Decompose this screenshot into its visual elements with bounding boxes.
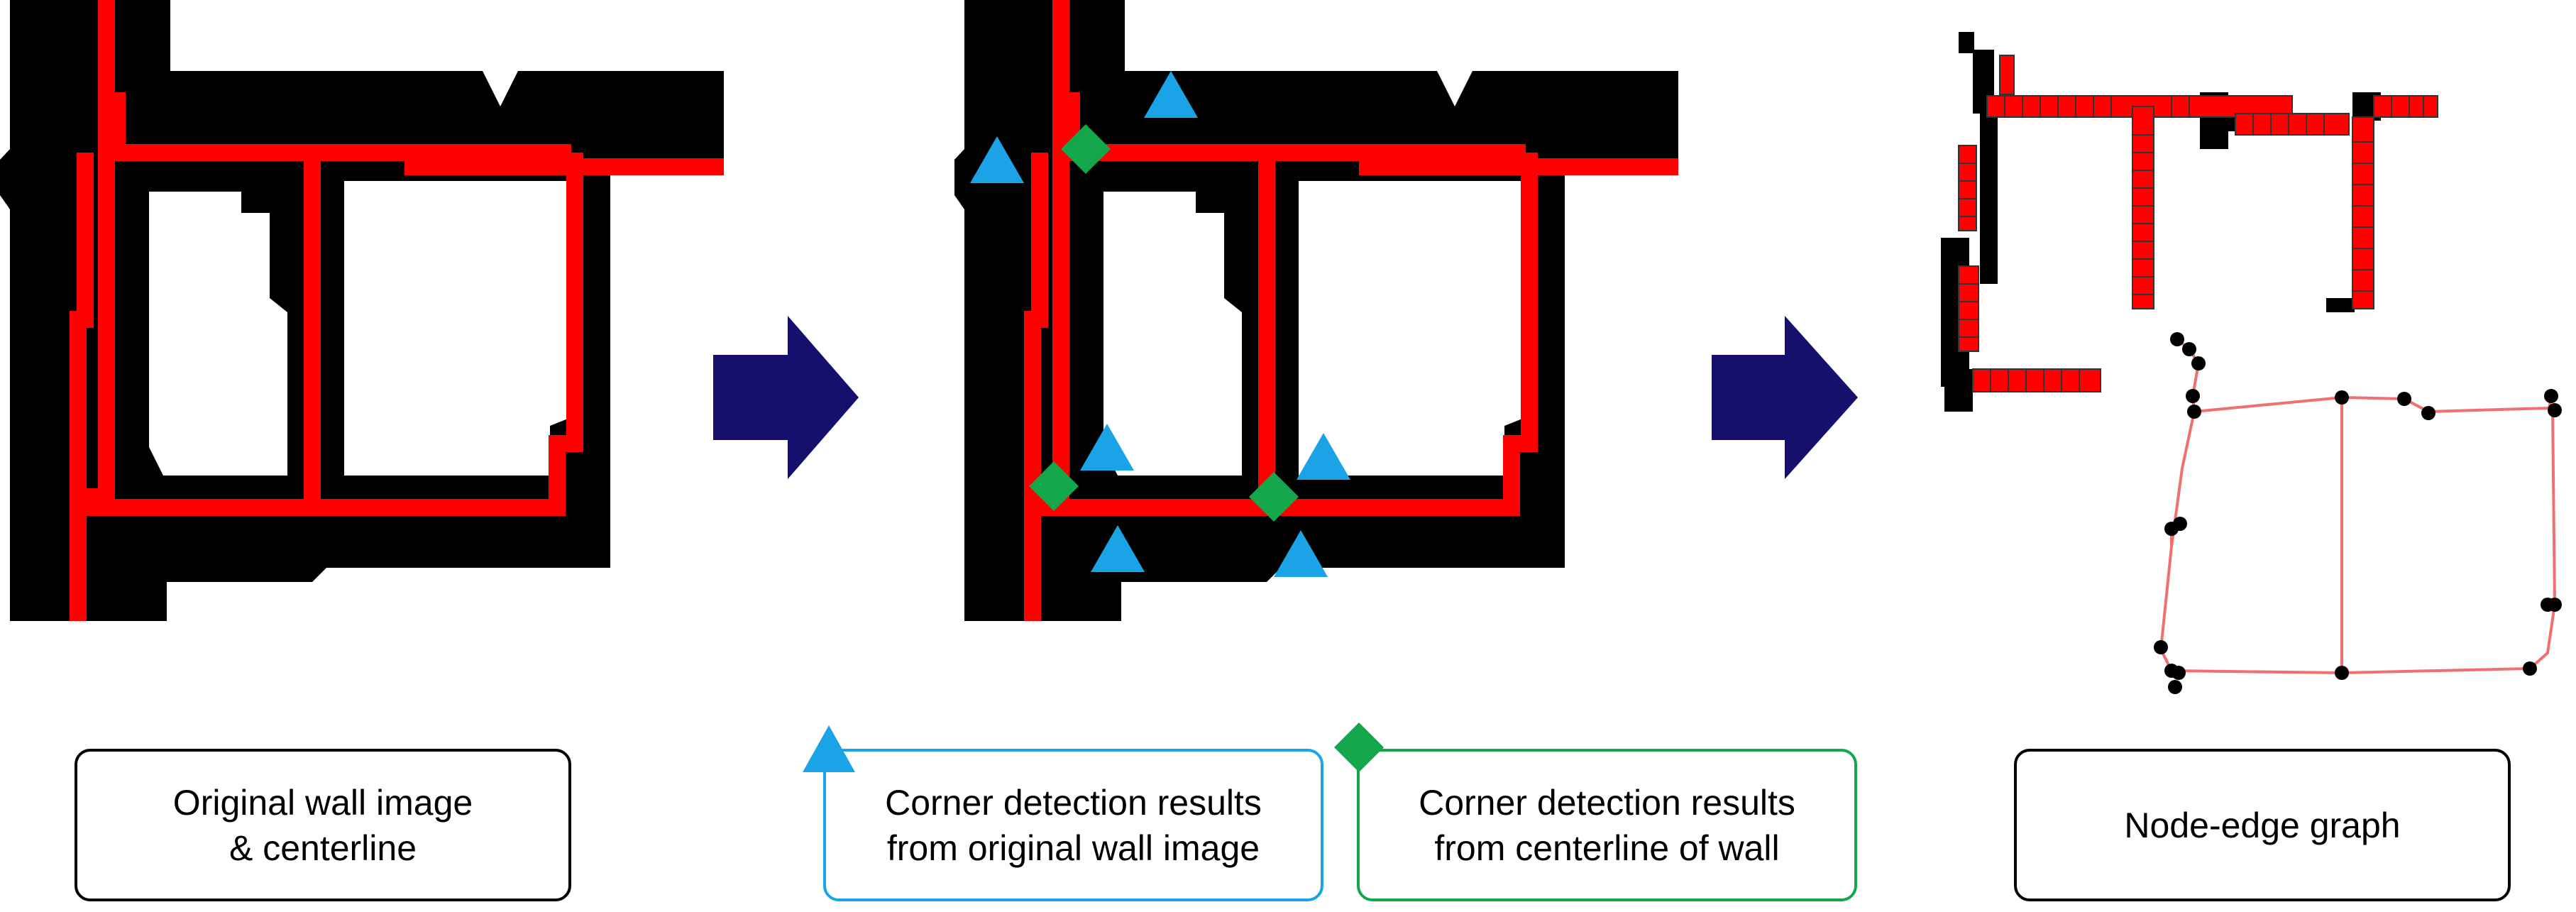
diamond-icon bbox=[1029, 461, 1079, 511]
graph-nodes bbox=[2154, 332, 2562, 694]
corner-centerline-caption: Corner detection results from centerline… bbox=[1357, 749, 1857, 901]
node-edge-graph-caption: Node-edge graph bbox=[2014, 749, 2511, 901]
wall-segments bbox=[1941, 32, 2438, 412]
corner-original-caption: Corner detection results from original w… bbox=[823, 749, 1323, 901]
diamond-icon bbox=[1334, 723, 1384, 772]
centerline-corner-markers bbox=[1029, 124, 1299, 522]
diamond-icon bbox=[1249, 472, 1299, 522]
diamond-icon bbox=[1061, 124, 1111, 174]
triangle-icon bbox=[803, 725, 855, 772]
node-edge-graph-panel bbox=[1941, 32, 2562, 694]
original-wall-caption: Original wall image & centerline bbox=[75, 749, 571, 901]
caption-text: Corner detection results from centerline… bbox=[1419, 782, 1795, 868]
caption-text: Corner detection results from original w… bbox=[885, 782, 1262, 868]
right-arrow-icon bbox=[1712, 316, 1858, 479]
caption-text: Original wall image & centerline bbox=[172, 782, 473, 868]
corner-detection-panel bbox=[954, 0, 1678, 621]
caption-text: Node-edge graph bbox=[2124, 805, 2401, 845]
right-arrow-icon bbox=[713, 316, 859, 479]
